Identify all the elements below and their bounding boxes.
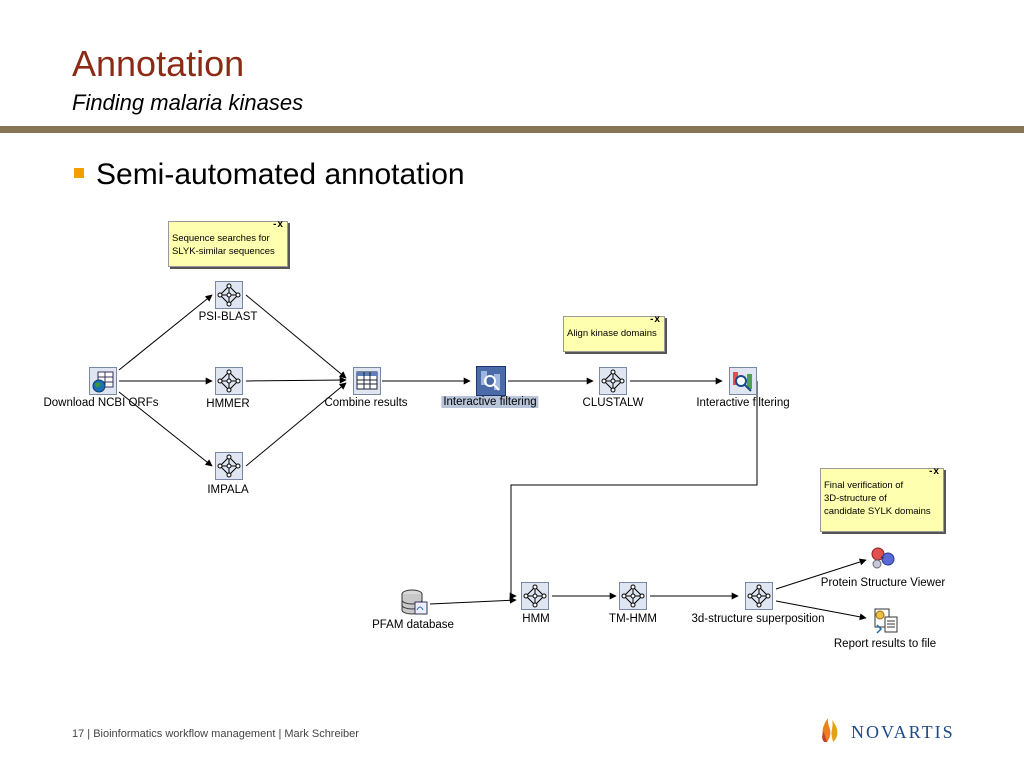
database-icon [401,589,428,615]
slide-footer: 17 | Bioinformatics workflow management … [72,728,359,740]
network-node-icon [215,281,243,309]
hmm-label: HMM [522,613,550,625]
molecule-icon [871,547,895,569]
edge-hmmer-combine [245,376,347,384]
network-node-icon [215,367,243,395]
network-node-icon [599,367,627,395]
note-sequence-searches[interactable]: -x Sequence searches for SLYK-similar se… [168,219,288,267]
note-line: Sequence searches for [172,233,270,244]
combine-results-label: Combine results [324,397,408,409]
interactive-filtering-node-1[interactable] [476,366,506,396]
superposition-node[interactable] [745,582,773,610]
edge-download-impala [118,391,213,467]
combine-results-node[interactable] [353,367,381,395]
note-line: 3D-structure of [824,493,887,504]
interactive-filtering-label-2: Interactive filtering [696,397,790,409]
note-line: Final verification of [824,480,904,491]
report-results-node[interactable] [872,607,900,635]
document-export-icon [874,608,898,634]
edge-superposition-viewer [775,558,867,590]
bullet-square-icon [74,168,84,178]
protein-viewer-label: Protein Structure Viewer [820,577,946,589]
novartis-flame-icon [822,718,838,742]
protein-viewer-node[interactable] [868,544,898,574]
bullet-text: Semi-automated annotation [96,158,465,191]
network-node-icon [521,582,549,610]
superposition-label: 3d-structure superposition [691,613,825,625]
clustalw-node[interactable] [599,367,627,395]
globe-table-icon [89,367,117,395]
novartis-logo-text: NOVARTIS [851,722,955,742]
edge-psiblast-combine [245,294,347,379]
interactive-filtering-label-1: Interactive filtering [441,396,539,408]
filter-magnifier-icon [729,367,757,395]
network-node-icon [619,582,647,610]
download-ncbi-node[interactable] [89,367,117,395]
note-align-kinase[interactable]: -x Align kinase domains [563,314,665,352]
psi-blast-label: PSI-BLAST [198,311,258,323]
slide-title: Annotation [72,43,245,84]
note-line: candidate SYLK domains [824,506,931,517]
pfam-database-node[interactable] [399,588,428,616]
network-node-icon [215,452,243,480]
tm-hmm-label: TM-HMM [609,613,657,625]
filter-magnifier-icon [476,366,506,396]
edge-download-psiblast [118,294,213,371]
interactive-filtering-node-2[interactable] [729,367,757,395]
edge-pfam-hmm [429,596,517,605]
note-line: Align kinase domains [567,328,657,339]
edge-filter2-hmm [509,381,758,600]
note-line: SLYK-similar sequences [172,246,275,257]
note-controls[interactable]: -x [273,219,284,230]
tm-hmm-node[interactable] [619,582,647,610]
note-final-verification[interactable]: -x Final verification of 3D-structure of… [820,466,944,532]
note-controls[interactable]: -x [650,314,661,325]
hmmer-node[interactable] [215,367,243,395]
edge-impala-combine [245,382,347,467]
edge-superposition-report [775,600,867,621]
impala-label: IMPALA [207,484,249,496]
clustalw-label: CLUSTALW [582,397,644,409]
download-ncbi-label: Download NCBI ORFs [43,397,159,409]
title-divider [0,126,1024,133]
note-controls[interactable]: -x [929,466,940,477]
hmm-node[interactable] [521,582,549,610]
network-node-icon [745,582,773,610]
report-results-label: Report results to file [833,638,937,650]
psi-blast-node[interactable] [215,281,243,309]
impala-node[interactable] [215,452,243,480]
pfam-database-label: PFAM database [372,619,454,631]
table-icon [353,367,381,395]
slide-subtitle: Finding malaria kinases [72,90,304,115]
hmmer-label: HMMER [206,398,250,410]
